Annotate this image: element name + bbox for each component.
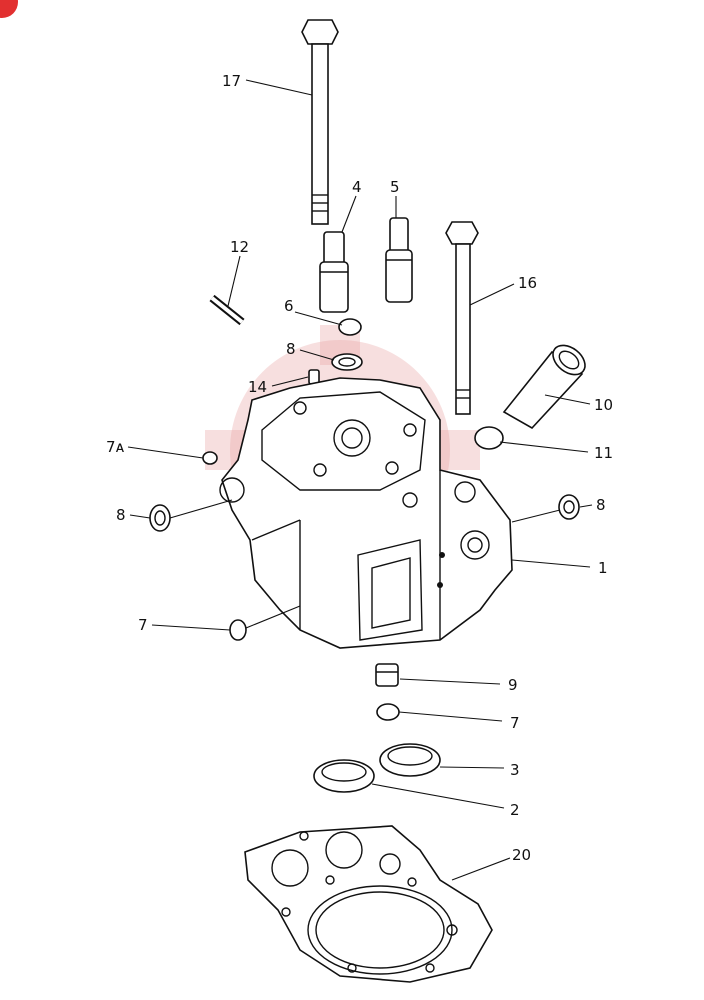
callout-20: 20 — [512, 846, 531, 864]
valve-seat-ring-2 — [313, 759, 375, 793]
plug-7a — [202, 451, 218, 465]
callout-1: 1 — [598, 559, 608, 577]
stud-bolt — [209, 294, 245, 326]
head-bolt-short — [445, 221, 479, 415]
callout-9: 9 — [508, 676, 518, 694]
injector-sleeve — [502, 344, 586, 430]
callout-12: 12 — [230, 238, 249, 256]
callout-labels: 17 4 5 12 16 6 8 14 10 7ᴀ 11 8 8 1 7 9 7… — [106, 72, 613, 864]
leader-lines — [127, 79, 593, 881]
callout-7-bottom: 7 — [510, 714, 520, 732]
callout-2: 2 — [510, 801, 520, 819]
valve-guide-left — [319, 231, 349, 313]
plug-bottom — [376, 703, 400, 721]
callout-8-left: 8 — [116, 506, 126, 524]
callout-3: 3 — [510, 761, 520, 779]
valve-seat-ring-3 — [379, 743, 441, 777]
callout-16: 16 — [518, 274, 537, 292]
callout-17: 17 — [222, 72, 241, 90]
valve-seat-cap — [338, 318, 362, 336]
o-ring — [474, 426, 504, 450]
callout-11: 11 — [594, 444, 613, 462]
callout-8-right: 8 — [596, 496, 606, 514]
callout-5: 5 — [390, 178, 400, 196]
callout-8-top: 8 — [286, 340, 296, 358]
callout-14: 14 — [248, 378, 267, 396]
cylinder-head — [219, 377, 513, 649]
corner-marker — [0, 0, 18, 18]
callout-7-left: 7 — [138, 616, 148, 634]
callout-10: 10 — [594, 396, 613, 414]
head-gasket — [244, 825, 493, 983]
head-bolt-long — [301, 19, 339, 225]
seal-ring-left — [149, 504, 171, 532]
seal-ring-right — [558, 494, 580, 520]
valve-guide-right — [385, 217, 413, 303]
callout-7a: 7ᴀ — [106, 438, 125, 456]
seal-ring-top — [331, 353, 363, 371]
hex-plug — [375, 663, 399, 687]
callout-4: 4 — [352, 178, 362, 196]
callout-6: 6 — [284, 297, 294, 315]
plug-left — [229, 619, 247, 641]
